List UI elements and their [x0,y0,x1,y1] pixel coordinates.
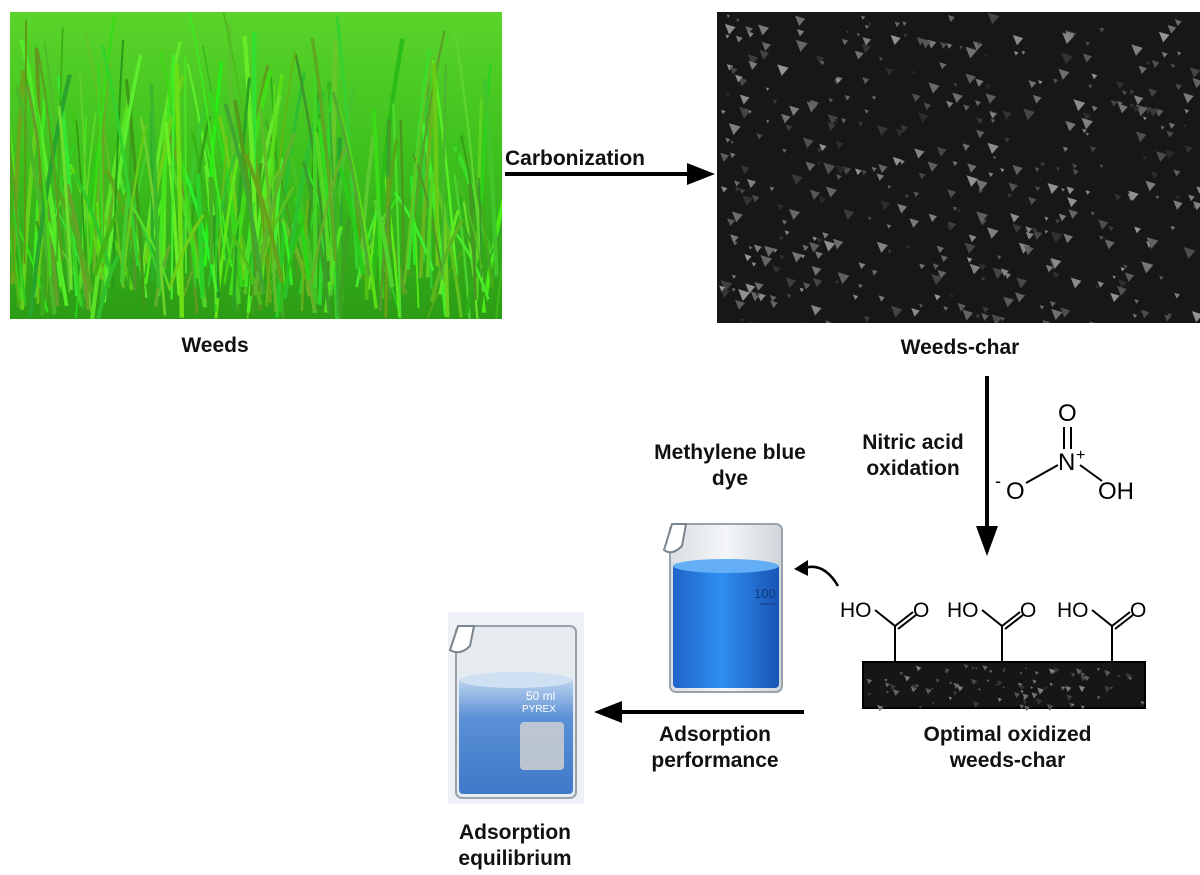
grass-blades [10,12,502,319]
performance-arrow [594,701,804,723]
oh-group: OH [1098,478,1134,505]
large-beaker-mark: 100 [754,586,776,601]
ho-label-3: HO [1057,599,1089,622]
small-beaker-brand: PYREX [522,704,556,715]
performance-label: Adsorption performance [651,723,779,772]
equilibrium-beaker: 50 ml PYREX [448,612,584,804]
minus-charge: - [995,471,1001,491]
carbonization-label: Carbonization [505,147,645,170]
weeds-char-photo [717,12,1200,323]
weeds-photo [10,12,502,319]
ho-label-2: HO [947,599,979,622]
equilibrium-label: Adsorption equilibrium [458,821,572,870]
oxidation-label: Nitric acid oxidation [862,431,964,480]
small-beaker-volume: 50 ml [526,689,555,703]
optimal-char-label: Optimal oxidized weeds-char [923,723,1092,772]
o-minus-atom: O [1006,478,1025,505]
oxidized-char-diagram: HO O HO O HO O [840,599,1146,712]
o-label-3: O [1130,599,1146,622]
nitric-acid-structure: O N + O - OH [995,400,1134,505]
o-label-2: O [1020,599,1036,622]
weeds-label: Weeds [181,334,249,357]
methylene-blue-beaker: 100 [662,506,790,701]
char-flakes [719,12,1200,323]
n-charge: + [1076,447,1085,464]
n-atom: N [1058,449,1075,476]
surface-char-texture [866,664,1145,712]
o-label-1: O [913,599,929,622]
oxidation-arrow [976,376,998,556]
dye-label: Methylene blue dye [654,441,806,490]
curved-arrow [794,560,840,587]
o-top-atom: O [1058,400,1077,427]
weeds-char-label: Weeds-char [900,336,1020,359]
ho-label-1: HO [840,599,872,622]
carbonization-arrow [505,163,715,185]
